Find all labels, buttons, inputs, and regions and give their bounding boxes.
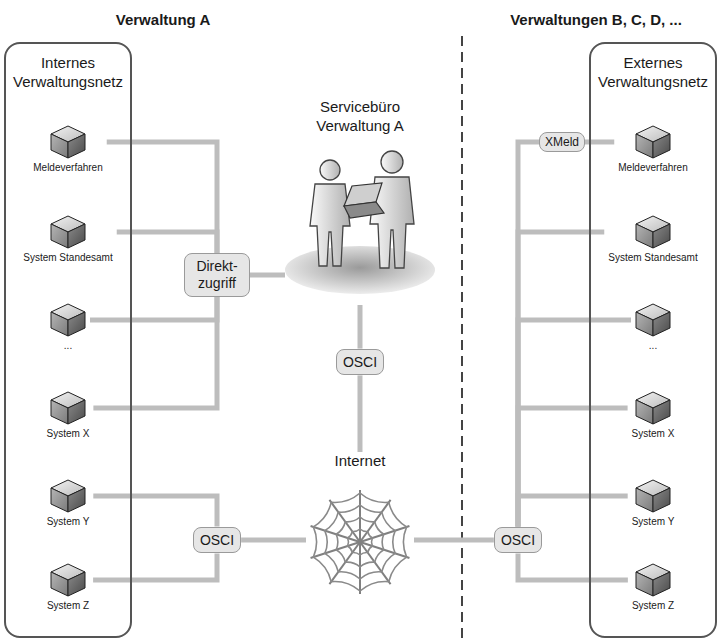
system-cube bbox=[50, 479, 86, 513]
network-link bbox=[518, 142, 539, 527]
protocol-box: OSCI bbox=[193, 527, 241, 554]
service-office: Servicebüro Verwaltung A bbox=[285, 98, 435, 305]
network-link bbox=[518, 232, 604, 527]
node-text: Meldeverfahren bbox=[618, 162, 687, 174]
system-node: System X bbox=[43, 388, 94, 443]
system-node: Meldeverfahren bbox=[614, 122, 691, 177]
divider-line bbox=[461, 36, 463, 643]
internet-cloud: Internet bbox=[306, 452, 414, 602]
system-node: ... bbox=[46, 300, 90, 355]
node-text: System X bbox=[47, 428, 90, 440]
web-ring bbox=[336, 517, 384, 567]
system-node: System Standesamt bbox=[604, 212, 701, 267]
node-text: System Y bbox=[47, 516, 90, 528]
system-cube bbox=[50, 391, 86, 425]
system-cube bbox=[50, 303, 86, 337]
protocol-box: OSCI bbox=[494, 527, 542, 554]
node-text: XMeld bbox=[545, 135, 579, 149]
node-text: Internes Verwaltungsnetz bbox=[10, 54, 126, 92]
network-link bbox=[357, 375, 362, 452]
network-link bbox=[358, 305, 363, 349]
network-link bbox=[518, 320, 631, 527]
person-left bbox=[310, 160, 350, 266]
system-cube bbox=[635, 125, 671, 159]
system-cube bbox=[635, 303, 671, 337]
system-node: System Z bbox=[628, 560, 678, 615]
network-link bbox=[93, 496, 217, 527]
network-link bbox=[518, 496, 628, 527]
node-text: Internet bbox=[306, 452, 414, 471]
node-text: System X bbox=[632, 428, 675, 440]
node-text: System Standesamt bbox=[23, 252, 112, 264]
node-text: ... bbox=[635, 340, 671, 352]
system-cube bbox=[635, 391, 671, 425]
system-cube bbox=[50, 125, 86, 159]
network-link bbox=[93, 297, 217, 408]
heading-label: Verwaltungen B, C, D, ... bbox=[510, 11, 682, 28]
system-cube bbox=[635, 215, 671, 249]
system-node: System X bbox=[628, 388, 679, 443]
network-panel: Internes VerwaltungsnetzMeldeverfahrenSy… bbox=[4, 42, 132, 638]
system-node: System Y bbox=[628, 476, 679, 531]
network-link bbox=[90, 297, 217, 320]
network-link bbox=[241, 537, 306, 542]
network-link bbox=[250, 273, 285, 278]
node-text: OSCI bbox=[200, 532, 234, 549]
access-box: Direkt- zugriff bbox=[184, 253, 250, 297]
system-cube bbox=[50, 563, 86, 597]
web-ring bbox=[348, 529, 373, 555]
node-text: System Standesamt bbox=[608, 252, 697, 264]
network-link bbox=[107, 142, 217, 253]
node-text: System Y bbox=[632, 516, 675, 528]
laptop bbox=[344, 183, 384, 218]
node-text: System Z bbox=[47, 600, 89, 612]
ground-ellipse bbox=[285, 246, 435, 294]
system-node: System Z bbox=[43, 560, 93, 615]
system-node: Meldeverfahren bbox=[29, 122, 106, 177]
system-cube bbox=[635, 479, 671, 513]
node-text: OSCI bbox=[343, 354, 377, 371]
system-cube bbox=[50, 215, 86, 249]
heading-label: Verwaltung A bbox=[116, 11, 210, 28]
standard-box: XMeld bbox=[539, 132, 585, 152]
network-link bbox=[518, 408, 628, 527]
node-text: System Z bbox=[632, 600, 674, 612]
system-node: System Y bbox=[43, 476, 94, 531]
web-ring bbox=[313, 493, 406, 591]
node-text: ... bbox=[50, 340, 86, 352]
network-link bbox=[518, 553, 628, 580]
node-text: OSCI bbox=[501, 532, 535, 549]
node-text: Externes Verwaltungsnetz bbox=[595, 54, 711, 92]
network-link bbox=[414, 538, 494, 543]
node-text: Meldeverfahren bbox=[33, 162, 102, 174]
system-node: System Standesamt bbox=[19, 212, 116, 267]
network-panel: Externes VerwaltungsnetzMeldeverfahrenSy… bbox=[589, 42, 717, 638]
system-node: ... bbox=[631, 300, 675, 355]
system-cube bbox=[635, 563, 671, 597]
network-link bbox=[93, 553, 217, 580]
protocol-box: OSCI bbox=[336, 349, 384, 376]
node-text: Direkt- zugriff bbox=[191, 258, 243, 292]
node-text: Servicebüro Verwaltung A bbox=[300, 98, 420, 136]
web-ring bbox=[325, 505, 395, 579]
